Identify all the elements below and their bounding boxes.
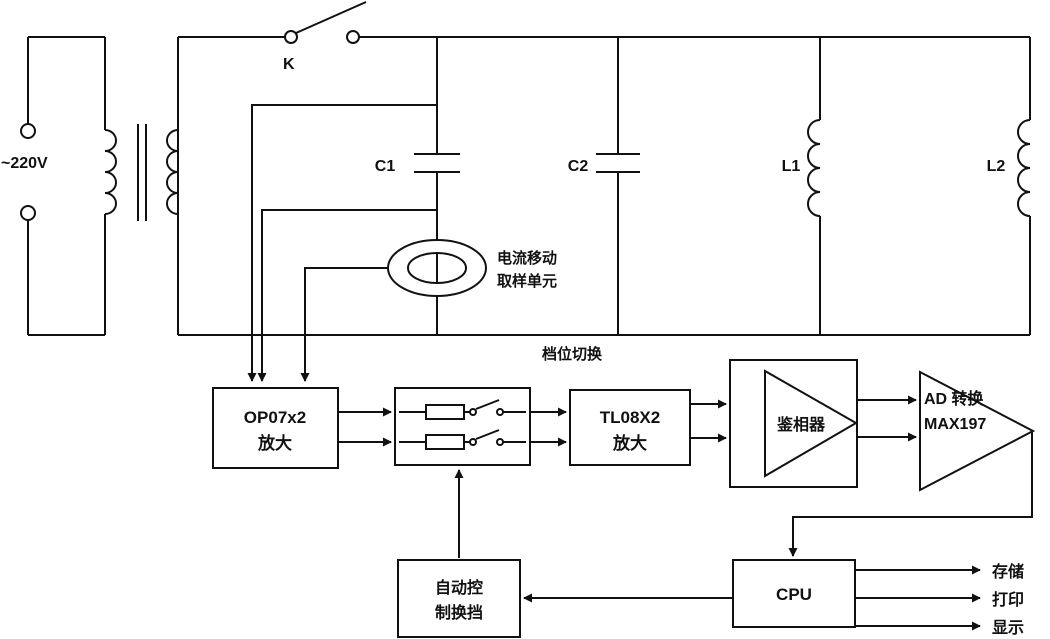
source-terminal-bottom [20, 205, 36, 221]
transformer-primary-coil [104, 129, 117, 215]
current-tap [300, 267, 388, 382]
transformer-core [137, 124, 147, 221]
range-row2-blade [475, 429, 500, 440]
auto-control-box [397, 559, 521, 638]
block-adc: AD 转换 MAX197 [919, 370, 1036, 492]
cpu-label: CPU [776, 585, 812, 604]
sampler-label-line1: 电流移动 [497, 249, 557, 267]
range-row1-contact-left [469, 408, 477, 416]
block-cpu: CPU [732, 559, 856, 628]
range-row1-resistor [425, 404, 465, 420]
voltage-tap-wires [247, 104, 437, 382]
switch-k: K [283, 1, 367, 73]
switch-contact-left [284, 30, 298, 44]
range-row2-resistor [425, 434, 465, 450]
c2-wires [596, 37, 640, 335]
cpu-output-store-label: 存储 [992, 562, 1024, 581]
inductor-l2: L2 [987, 119, 1031, 217]
range-row2-contact-left [469, 438, 477, 446]
block-amp2: TL08X2 放大 [569, 389, 691, 466]
amp2-box [569, 389, 691, 466]
main-loop-wires [177, 36, 1031, 336]
range-switch-box: 档位切换 [394, 345, 603, 466]
voltage-tap-top [247, 104, 437, 382]
source-terminal-top [20, 123, 36, 139]
main-loop [177, 36, 1031, 336]
preamp-label-line1: OP07x2 [244, 408, 306, 427]
l1-label: L1 [782, 158, 801, 175]
sampler-label-line2: 取样单元 [497, 272, 557, 290]
adc-triangle [919, 370, 1036, 492]
auto-control-label-line2: 制换挡 [435, 603, 483, 622]
block-auto-control: 自动控 制换挡 [397, 559, 521, 638]
switch-blade [295, 1, 367, 34]
phase-detector-triangle [764, 369, 859, 478]
range-row1-blade [475, 399, 500, 410]
power-source: ~220V [1, 36, 106, 336]
cpu-output-arrows: 存储 打印 显示 [855, 562, 1024, 637]
feedback-arrows [454, 469, 733, 603]
l1-coil [807, 119, 821, 217]
source-wires [27, 36, 106, 336]
l2-label: L2 [987, 158, 1006, 175]
signal-arrows [338, 395, 1033, 557]
c1-label: C1 [375, 158, 396, 175]
cpu-output-display-label: 显示 [992, 619, 1024, 637]
amp2-label-line1: TL08X2 [600, 408, 660, 427]
transformer [104, 124, 179, 221]
range-switch-outline [394, 387, 531, 466]
block-preamp: OP07x2 放大 [212, 387, 339, 469]
transformer-secondary-coil [166, 129, 179, 215]
l2-coil [1017, 119, 1031, 217]
arrow-adc-to-cpu [788, 431, 1033, 557]
auto-control-label-line1: 自动控 [435, 578, 483, 597]
preamp-box [212, 387, 339, 469]
switch-contact-right [346, 30, 360, 44]
switch-label: K [283, 56, 295, 73]
phase-detector-label: 鉴相器 [776, 415, 826, 434]
power-source-label: ~220V [1, 155, 48, 172]
preamp-label-line2: 放大 [257, 433, 292, 453]
c2-label: C2 [568, 158, 589, 175]
current-tap-wire [300, 267, 388, 382]
adc-label-line2: MAX197 [924, 416, 986, 433]
capacitor-c1: C1 [375, 37, 460, 335]
c1-wires [414, 37, 460, 335]
range-row2-contact-right [496, 438, 504, 446]
voltage-tap-bottom [257, 209, 437, 382]
cpu-output-print-label: 打印 [992, 590, 1024, 609]
adc-label-line1: AD 转换 [924, 389, 985, 408]
amp2-label-line2: 放大 [612, 433, 647, 453]
range-row1-contact-right [496, 408, 504, 416]
cpu-box [732, 559, 856, 628]
range-switch-label: 档位切换 [542, 345, 603, 363]
capacitor-c2: C2 [568, 37, 640, 335]
inductor-l1: L1 [782, 37, 821, 335]
current-sampler: 电流移动 取样单元 [387, 239, 557, 297]
block-phase-detector: 鉴相器 [729, 359, 859, 488]
